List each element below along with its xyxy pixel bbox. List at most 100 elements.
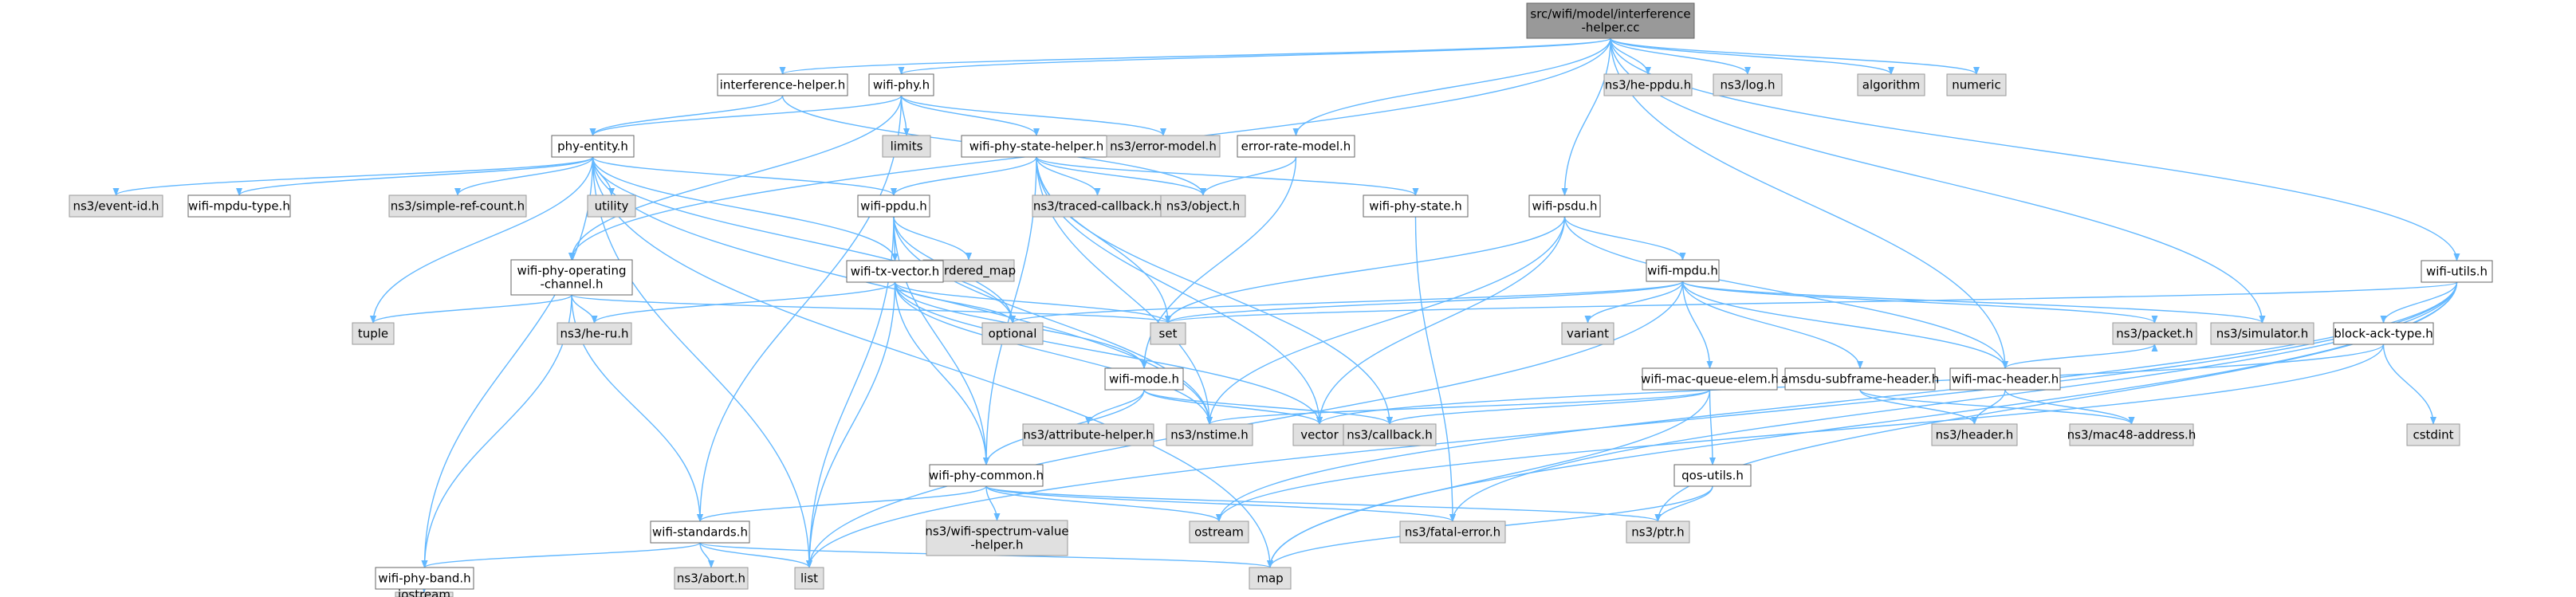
node-wifi-utils-h[interactable]: wifi-utils.h (2421, 260, 2493, 283)
node-block-ack-type-h[interactable]: block-ack-type.h (2333, 322, 2434, 345)
edge-phy-entity-h-to-wifi-phy-band-h (421, 156, 594, 568)
node-ns3-object-h[interactable]: ns3/object.h (1160, 194, 1246, 218)
node-phy-entity-h[interactable]: phy-entity.h (551, 135, 635, 158)
edge-phy-entity-h-to-map (592, 156, 1273, 568)
node-wifi-ppdu-h[interactable]: wifi-ppdu.h (857, 194, 930, 218)
node-box (1237, 135, 1355, 158)
node-wifi-phy-state-h[interactable]: wifi-phy-state.h (1363, 194, 1469, 218)
node-ns3-ptr-h[interactable]: ns3/ptr.h (1626, 520, 1690, 544)
node-qos-utils-h[interactable]: qos-utils.h (1673, 464, 1752, 487)
node-error-rate-model-h[interactable]: error-rate-model.h (1237, 135, 1355, 158)
edge-wifi-phy-operating-channel-h-to-tuple (370, 294, 572, 324)
node-label: map (1257, 571, 1283, 586)
node-amsdu-subframe-header-h[interactable]: amsdu-subframe-header.h (1781, 367, 1940, 391)
edge-wifi-phy-state-helper-h-to-ns3-object-h (1036, 156, 1206, 196)
node-box (551, 135, 635, 158)
node-variant[interactable]: variant (1561, 322, 1614, 345)
node-wifi-phy-operating-channel-h[interactable]: wifi-phy-operating-channel.h (510, 259, 633, 296)
node-box (1292, 423, 1347, 446)
node-label: variant (1567, 327, 1609, 341)
edge-wifi-mpdu-h-to-ns3-packet-h (1681, 281, 2158, 324)
node-set[interactable]: set (1150, 322, 1186, 345)
node-box (1931, 423, 2018, 446)
node-ns3-fatal-error-h[interactable]: ns3/fatal-error.h (1399, 520, 1506, 544)
edge-wifi-mpdu-h-to-wifi-mac-header-h (1681, 281, 2008, 369)
node-wifi-standards-h[interactable]: wifi-standards.h (650, 520, 750, 544)
node-wifi-mode-h[interactable]: wifi-mode.h (1104, 367, 1184, 391)
node-label: wifi-phy-state-helper.h (969, 139, 1103, 154)
node-label: -helper.h (970, 538, 1023, 552)
node-box (674, 567, 749, 590)
node-list[interactable]: list (794, 567, 824, 590)
node-ns3-error-model-h[interactable]: ns3/error-model.h (1106, 135, 1221, 158)
node-tuple[interactable]: tuple (352, 322, 395, 345)
node-cstdint[interactable]: cstdint (2406, 423, 2460, 446)
edge-phy-entity-h-to-ns3-event-id-h (112, 156, 594, 196)
node-ns3-mac48-address-h[interactable]: ns3/mac48-address.h (2067, 423, 2196, 446)
node-algorithm[interactable]: algorithm (1857, 73, 1925, 96)
node-wifi-phy-band-h[interactable]: wifi-phy-band.h (375, 567, 474, 590)
edge-wifi-phy-h-to-phy-entity-h (589, 95, 903, 136)
node-ns3-log-h[interactable]: ns3/log.h (1713, 73, 1783, 96)
node-wifi-mac-queue-elem-h[interactable]: wifi-mac-queue-elem.h (1641, 367, 1779, 391)
node-label: ns3/packet.h (2116, 327, 2193, 341)
node-numeric[interactable]: numeric (1946, 73, 2007, 96)
node-box (395, 591, 454, 597)
node-label: tuple (358, 327, 388, 341)
node-ns3-packet-h[interactable]: ns3/packet.h (2112, 322, 2197, 345)
edge-wifi-phy-h-to-limits (900, 95, 910, 136)
edge-root-to-interference-helper-h (779, 37, 1611, 75)
node-label: optional (989, 327, 1037, 341)
node-label: ns3/event-id.h (73, 199, 159, 214)
node-ns3-wifi-spectrum-value-helper-h[interactable]: ns3/wifi-spectrum-value-helper.h (925, 520, 1069, 556)
edge-wifi-ppdu-h-to-unordered-map (893, 216, 972, 261)
edge-wifi-mac-queue-elem-h-to-qos-utils-h (1709, 389, 1716, 465)
node-ns3-attribute-helper-h[interactable]: ns3/attribute-helper.h (1022, 423, 1154, 446)
node-iostream[interactable]: iostream (395, 587, 454, 597)
node-box (510, 259, 633, 296)
node-wifi-mpdu-h[interactable]: wifi-mpdu.h (1646, 259, 1720, 282)
node-ostream[interactable]: ostream (1189, 520, 1249, 544)
edge-wifi-phy-common-h-to-ns3-wifi-spectrum-value-helper-h (985, 485, 1001, 521)
node-ns3-traced-callback-h[interactable]: ns3/traced-callback.h (1032, 194, 1163, 218)
edge-wifi-mac-queue-elem-h-to-map (1267, 389, 1711, 568)
edge-wifi-phy-h-to-wifi-phy-operating-channel-h (568, 95, 903, 261)
node-wifi-tx-vector-h[interactable]: wifi-tx-vector.h (846, 260, 944, 283)
node-label: wifi-mac-queue-elem.h (1641, 372, 1779, 387)
node-optional[interactable]: optional (981, 322, 1044, 345)
node-map[interactable]: map (1249, 567, 1292, 590)
node-limits[interactable]: limits (882, 135, 931, 158)
edge-phy-entity-h-to-optional (592, 156, 1016, 324)
node-label: wifi-phy-band.h (378, 571, 470, 586)
node-label: ns3/traced-callback.h (1033, 199, 1162, 214)
node-ns3-simulator-h[interactable]: ns3/simulator.h (2210, 322, 2314, 345)
edge-wifi-tx-vector-h-to-ns3-he-ru-h (591, 281, 896, 324)
node-ns3-abort-h[interactable]: ns3/abort.h (674, 567, 749, 590)
edge-wifi-psdu-h-to-set (1165, 216, 1566, 324)
node-interference-helper-h[interactable]: interference-helper.h (717, 73, 848, 96)
node-ns3-callback-h[interactable]: ns3/callback.h (1343, 423, 1437, 446)
edge-block-ack-type-h-to-cstdint (2382, 344, 2436, 425)
node-label: ns3/wifi-spectrum-value (925, 524, 1068, 539)
node-wifi-mpdu-type-h[interactable]: wifi-mpdu-type.h (187, 194, 291, 218)
node-ns3-nstime-h[interactable]: ns3/nstime.h (1166, 423, 1253, 446)
node-ns3-simple-ref-count-h[interactable]: ns3/simple-ref-count.h (388, 194, 527, 218)
edge-wifi-phy-h-to-ns3-error-model-h (900, 95, 1166, 136)
edge-wifi-standards-h-to-list (699, 542, 812, 568)
node-wifi-mac-header-h[interactable]: wifi-mac-header.h (1949, 367, 2061, 391)
edge-block-ack-type-h-to-ostream (1216, 344, 2385, 522)
node-wifi-phy-common-h[interactable]: wifi-phy-common.h (929, 464, 1044, 487)
edge-wifi-phy-state-helper-h-to-ns3-traced-callback-h (1036, 156, 1101, 196)
node-label: wifi-mpdu.h (1647, 264, 1718, 278)
node-ns3-he-ppdu-h[interactable]: ns3/he-ppdu.h (1603, 73, 1693, 96)
node-ns3-event-id-h[interactable]: ns3/event-id.h (69, 194, 163, 218)
node-vector[interactable]: vector (1292, 423, 1347, 446)
node-wifi-psdu-h[interactable]: wifi-psdu.h (1528, 194, 1601, 218)
node-ns3-he-ru-h[interactable]: ns3/he-ru.h (556, 322, 632, 345)
node-ns3-header-h[interactable]: ns3/header.h (1931, 423, 2018, 446)
node-box (388, 194, 527, 218)
node-wifi-phy-state-helper-h[interactable]: wifi-phy-state-helper.h (961, 135, 1112, 158)
node-utility[interactable]: utility (587, 194, 636, 218)
node-wifi-phy-h[interactable]: wifi-phy.h (868, 73, 934, 96)
